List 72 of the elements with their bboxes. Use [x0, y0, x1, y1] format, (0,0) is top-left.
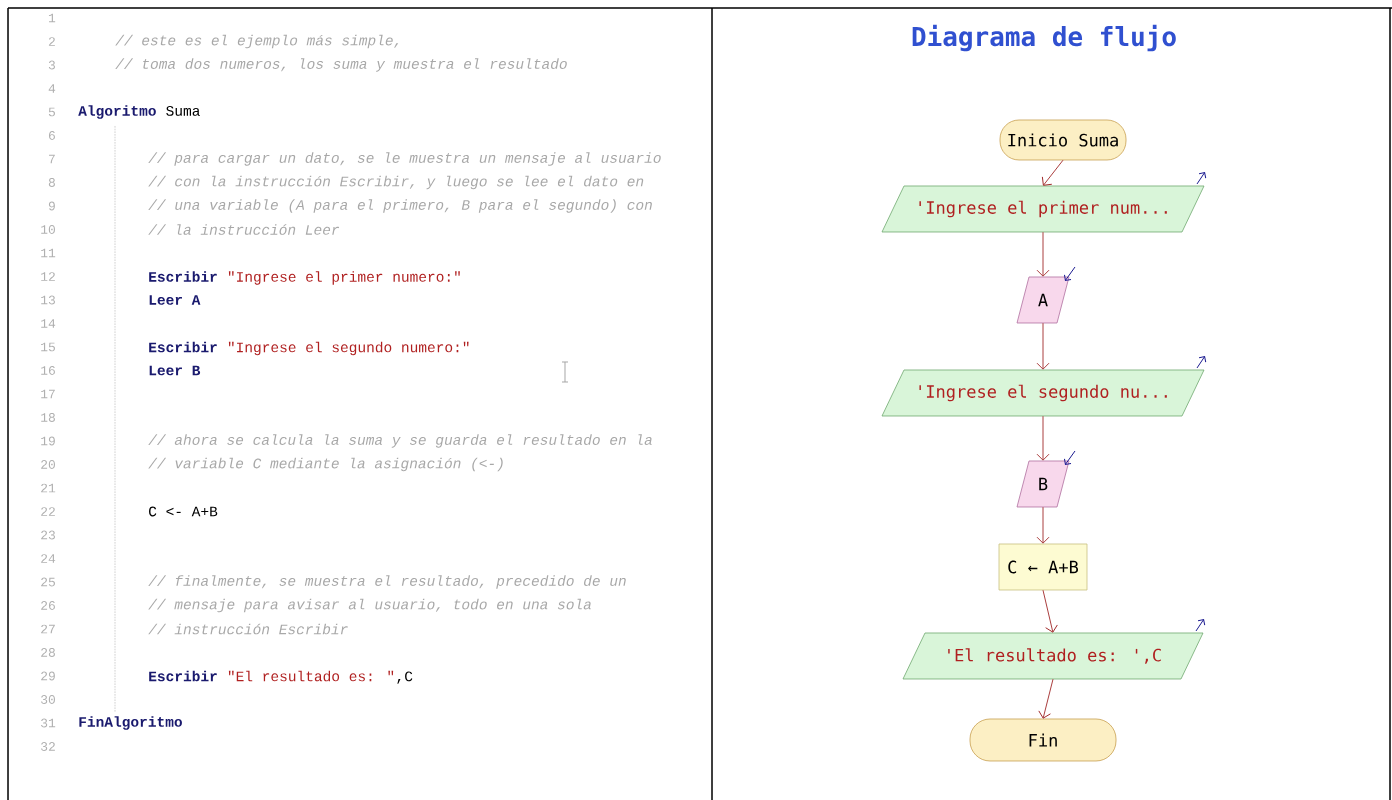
- arrow: [1036, 415, 1050, 461]
- line-number: 20: [41, 460, 55, 469]
- code-comment: // mensaje para avisar al usuario, todo en una sola: [148, 598, 591, 613]
- line-number: 1: [48, 13, 56, 23]
- diagram-title: Diagrama de flujo: [912, 24, 1176, 52]
- arrow: [1036, 506, 1050, 544]
- line-number: 25: [41, 577, 55, 587]
- code-comment: // variable C mediante la asignación (<-): [148, 457, 503, 472]
- line-number: 15: [41, 342, 55, 352]
- code-comment: // una variable (A para el primero, B para el segundo) con: [148, 199, 652, 213]
- code-keyword: Escribir: [149, 271, 217, 282]
- line-number: 31: [41, 718, 56, 728]
- code-keyword: Algoritmo: [78, 105, 156, 119]
- line-number: 6: [48, 131, 55, 140]
- terminal-box: Inicio Suma: [999, 119, 1127, 161]
- code-string: "Ingrese el primer numero:": [228, 271, 460, 285]
- line-number: 19: [41, 436, 55, 446]
- line-number: 2: [48, 37, 55, 46]
- line-number: 27: [41, 624, 55, 634]
- terminal-box: Fin: [969, 718, 1117, 762]
- line-number: 32: [41, 742, 55, 751]
- line-number: 13: [41, 295, 55, 305]
- process-box: C ← A+B: [998, 543, 1088, 591]
- arrow: [1038, 678, 1054, 719]
- code-keyword: Escribir: [149, 341, 217, 353]
- line-number: 28: [41, 648, 55, 657]
- code-comment: // con la instrucción Escribir, y luego se lee el dato en: [148, 175, 644, 190]
- line-number: 17: [41, 389, 55, 399]
- line-number: 30: [41, 695, 55, 704]
- input-parallelogram: B: [1016, 460, 1070, 508]
- code-comment: // la instrucción Leer: [148, 224, 340, 235]
- line-number: 3: [48, 60, 55, 70]
- line-number: 21: [41, 483, 56, 493]
- input-parallelogram: A: [1016, 276, 1070, 324]
- code-comment: // este es el ejemplo más simple,: [115, 34, 399, 49]
- code-keyword: FinAlgoritmo: [79, 716, 182, 730]
- line-number: 22: [41, 507, 55, 516]
- output-parallelogram: 'Ingrese el primer num...: [881, 185, 1205, 233]
- line-number: 9: [48, 201, 55, 211]
- line-number: 12: [41, 272, 55, 281]
- line-number: 24: [41, 554, 56, 563]
- code-text: C <- A+B: [149, 506, 218, 517]
- output-parallelogram: 'El resultado es: ',C: [902, 632, 1204, 680]
- line-number: 26: [41, 601, 55, 610]
- line-number: 18: [41, 413, 55, 422]
- code-string: "Ingrese el segundo numero:": [228, 341, 469, 356]
- code-comment: // toma dos numeros, los suma y muestra el resultado: [115, 58, 567, 72]
- line-number: 16: [41, 366, 55, 375]
- arrow: [1042, 589, 1058, 633]
- line-number: 11: [41, 248, 56, 258]
- code-keyword: Leer B: [149, 365, 201, 376]
- code-keyword: Leer A: [149, 295, 201, 305]
- code-text: ,C: [397, 671, 413, 684]
- arrow: [1036, 231, 1050, 277]
- code-keyword: Escribir: [149, 670, 217, 682]
- line-number: 14: [41, 319, 56, 328]
- code-comment: // finalmente, se muestra el resultado, precedido de un: [148, 575, 626, 589]
- line-number: 10: [41, 225, 55, 234]
- code-string: "El resultado es: ": [228, 670, 394, 682]
- code-comment: // para cargar un dato, se le muestra un mensaje al usuario: [148, 152, 661, 166]
- code-text: Suma: [166, 106, 200, 116]
- code-comment: // instrucción Escribir: [148, 623, 348, 635]
- line-number: 23: [41, 530, 55, 540]
- line-number: 5: [48, 107, 55, 117]
- line-number: 29: [41, 671, 55, 681]
- output-parallelogram: 'Ingrese el segundo nu...: [881, 369, 1205, 417]
- arrow: [1036, 322, 1050, 370]
- code-comment: // ahora se calcula la suma y se guarda el resultado en la: [148, 434, 652, 448]
- arrow: [1041, 159, 1064, 186]
- line-number: 8: [48, 178, 55, 187]
- line-number: 7: [49, 154, 55, 164]
- line-number: 4: [48, 84, 56, 93]
